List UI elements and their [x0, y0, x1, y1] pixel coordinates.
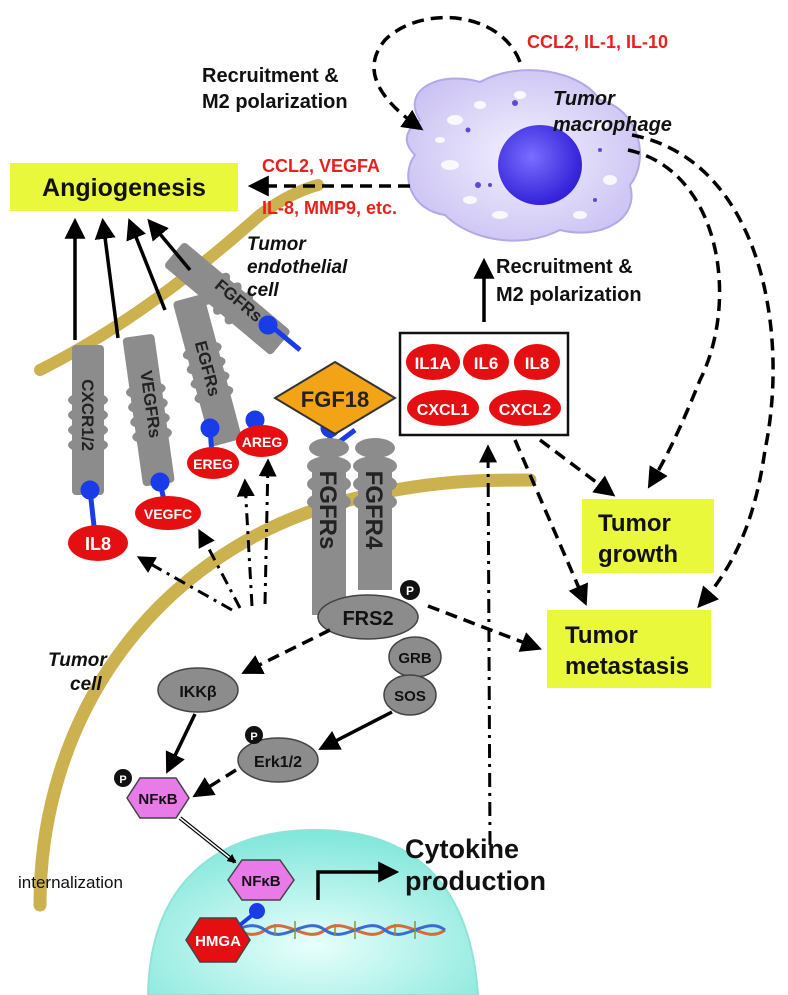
receptor-cxcr-label: CXCR1/2 — [78, 379, 97, 451]
macrophage-loop-arrow — [372, 15, 522, 131]
sos-erk-arrow — [318, 710, 393, 750]
ligand-ereg: EREG — [187, 447, 239, 479]
svg-text:VEGFC: VEGFC — [144, 506, 192, 522]
hmga-node: HMGA — [185, 917, 251, 963]
dna-helix — [204, 921, 446, 939]
endothelial-label-1: Tumor — [247, 234, 307, 255]
cytokine-cxcl2: CXCL2 — [499, 402, 552, 419]
egfr-receptor — [173, 294, 242, 447]
endothelial-label-2: endothelial — [247, 257, 348, 278]
ligand-il8: IL8 — [68, 525, 128, 561]
ligand-secretion-arrows — [136, 458, 277, 612]
tumor-macrophage — [405, 69, 641, 242]
tumor-metastasis-box: Tumor metastasis — [547, 610, 711, 688]
svg-text:EREG: EREG — [193, 456, 233, 472]
frs2-node: FRS2 — [317, 594, 419, 640]
frs2-metastasis-arrow — [427, 604, 542, 652]
transcription-arrow — [316, 861, 400, 900]
svg-text:growth: growth — [598, 541, 678, 568]
tumor-growth-box: Tumor growth — [582, 499, 714, 573]
svg-text:IL8: IL8 — [85, 534, 111, 554]
cytokine-il1a: IL1A — [415, 354, 452, 373]
svg-text:HMGA: HMGA — [195, 933, 241, 950]
svg-text:P: P — [250, 731, 257, 743]
erk-nfkb-arrow — [192, 768, 237, 798]
svg-text:Erk1/2: Erk1/2 — [254, 754, 302, 771]
cytokine-il6: IL6 — [474, 354, 499, 373]
cytokine-growth-arrow — [538, 438, 616, 497]
recruitment-top-line1: Recruitment & — [202, 65, 339, 87]
svg-text:metastasis: metastasis — [565, 653, 689, 680]
cytokine-il8: IL8 — [525, 354, 550, 373]
grb-node: GRB — [388, 636, 442, 678]
frs2-ikkb-arrow — [241, 628, 331, 674]
recruitment-mid-line1: Recruitment & — [496, 256, 633, 278]
svg-text:GRB: GRB — [398, 650, 432, 667]
cxcr-receptor — [68, 345, 108, 495]
tumor-fgfr4-label: FGFR4 — [360, 471, 387, 550]
nfkb-nucleus: NFκB — [227, 859, 295, 901]
angiogenesis-box: Angiogenesis — [10, 163, 238, 211]
ikkb-nfkb-arrow — [165, 713, 197, 774]
macrophage-label-2: macrophage — [553, 114, 672, 136]
endo-fgfr-receptor — [165, 242, 290, 355]
svg-text:Tumor: Tumor — [565, 622, 638, 649]
fgf18-ligand: FGF18 — [273, 360, 397, 436]
tumor-fgfr4-receptor — [353, 438, 397, 590]
phospho-frs2: P — [400, 580, 420, 600]
endothelial-membrane — [34, 179, 324, 376]
macrophage-metastasis-arrow — [631, 133, 775, 609]
hmga-nfkb-link — [238, 903, 265, 927]
macrophage-label-1: Tumor — [553, 88, 616, 110]
tumor-fgfrs-label: FGFRs — [314, 471, 341, 550]
erk-node: Erk1/2 — [237, 737, 319, 783]
nfkb-cytoplasm: NFκB — [126, 777, 190, 819]
svg-text:Angiogenesis: Angiogenesis — [42, 174, 206, 202]
svg-text:NFκB: NFκB — [241, 873, 280, 890]
svg-text:IKKβ: IKKβ — [179, 684, 217, 701]
recruitment-top-line2: M2 polarization — [202, 91, 348, 113]
svg-text:P: P — [119, 774, 126, 786]
cytokine-cxcl1: CXCL1 — [417, 402, 470, 419]
phospho-erk: P — [245, 726, 263, 744]
tumor-fgfr-receptor — [307, 438, 351, 615]
svg-text:FGF18: FGF18 — [301, 387, 369, 412]
svg-text:P: P — [406, 584, 414, 598]
phospho-nfkb: P — [114, 769, 132, 787]
nfkb-internalization-arrow — [178, 816, 237, 864]
tumor-cell-label-2: cell — [70, 674, 102, 695]
svg-text:FRS2: FRS2 — [342, 608, 393, 630]
angio-factors-2: IL-8, MMP9, etc. — [262, 198, 397, 218]
production-box-arrow — [479, 444, 498, 846]
ligand-areg: AREG — [236, 425, 288, 457]
ikkb-node: IKKβ — [157, 667, 239, 713]
ligand-vegfc: VEGFC — [135, 496, 201, 530]
cytokine-metastasis-arrow — [513, 439, 588, 606]
endothelial-label-3: cell — [247, 280, 279, 301]
macrophage-loop-cytokines: CCL2, IL-1, IL-10 — [527, 32, 668, 52]
sos-node: SOS — [383, 674, 437, 716]
angiogenesis-arrows — [64, 217, 192, 340]
angio-factors-1: CCL2, VEGFA — [262, 156, 380, 176]
svg-text:AREG: AREG — [242, 434, 283, 450]
svg-text:NFκB: NFκB — [138, 791, 177, 808]
tumor-cell-label-1: Tumor — [48, 650, 108, 671]
internalization-label: internalization — [18, 873, 123, 892]
cytokine-box: IL1A IL6 IL8 CXCL1 CXCL2 — [398, 331, 570, 437]
vegfr-receptor — [122, 334, 175, 487]
cytokine-production-1: Cytokine — [405, 834, 519, 864]
tumor-cell-membrane — [33, 473, 537, 912]
svg-text:Tumor: Tumor — [598, 510, 671, 537]
svg-text:SOS: SOS — [394, 688, 426, 705]
macrophage-growth-arrow — [627, 148, 722, 489]
recruitment-mid-line2: M2 polarization — [496, 284, 642, 306]
cytokine-production-2: production — [405, 866, 546, 896]
